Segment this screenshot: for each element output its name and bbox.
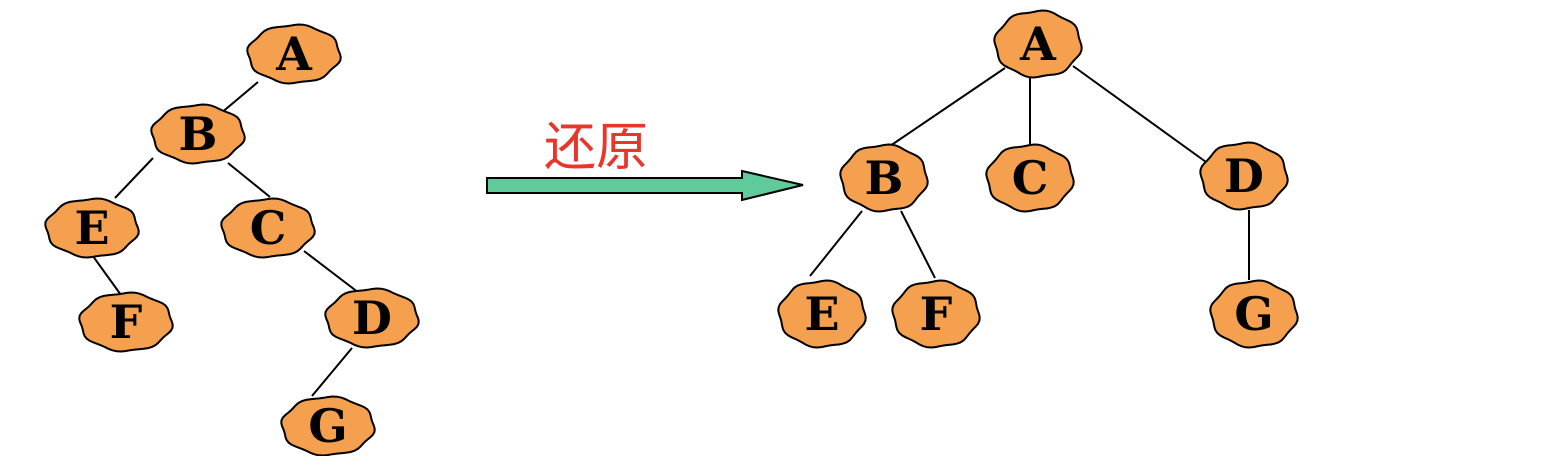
general-tree-node-shape-e bbox=[777, 279, 867, 349]
restore-arrow bbox=[486, 169, 804, 202]
general-tree-node-label-c: C bbox=[1012, 151, 1049, 205]
binary-tree-node-shape-f bbox=[78, 291, 174, 353]
general-tree-node-shape-c bbox=[985, 143, 1075, 213]
binary-tree-node-label-a: A bbox=[275, 27, 313, 81]
binary-tree-node-label-c: C bbox=[250, 201, 287, 255]
binary-tree-node-f: F bbox=[78, 291, 174, 353]
restore-arrow-label: 还原 bbox=[544, 118, 648, 178]
binary-tree-node-b: B bbox=[150, 103, 246, 165]
general-tree-node-e: E bbox=[777, 279, 867, 349]
binary-tree-node-d: D bbox=[324, 287, 420, 349]
binary-tree-node-g: G bbox=[280, 395, 376, 456]
general-tree-edge-b-e bbox=[809, 210, 863, 277]
restore-arrow-group: 还原 bbox=[486, 118, 804, 202]
binary-tree-node-e: E bbox=[44, 197, 140, 259]
binary-tree-edge-c-d bbox=[303, 250, 364, 297]
binary-tree-node-c: C bbox=[220, 197, 316, 259]
binary-tree-node-label-e: E bbox=[74, 201, 109, 255]
binary-tree-node-shape-g bbox=[280, 395, 376, 456]
binary-tree-node-label-f: F bbox=[110, 295, 143, 349]
general-tree-node-shape-f bbox=[891, 279, 981, 349]
binary-tree-edge-b-e bbox=[114, 157, 154, 199]
binary-tree-edge-b-c bbox=[227, 162, 271, 198]
general-tree-node-label-b: B bbox=[865, 151, 904, 205]
general-tree-node-shape-d bbox=[1199, 141, 1289, 211]
general-tree-node-shape-g bbox=[1209, 279, 1299, 349]
general-tree-node-label-g: G bbox=[1234, 287, 1273, 341]
binary-tree-node-label-b: B bbox=[179, 107, 218, 161]
binary-tree-edge-d-g bbox=[311, 347, 353, 397]
general-tree-node-label-a: A bbox=[1019, 17, 1057, 71]
general-tree-node-d: D bbox=[1199, 141, 1289, 211]
general-tree-node-label-e: E bbox=[804, 287, 839, 341]
binary-tree: A B E C F DG bbox=[44, 23, 420, 456]
general-tree: A B C D E F G bbox=[777, 9, 1299, 349]
general-tree-node-f: F bbox=[891, 279, 981, 349]
general-tree-node-b: B bbox=[839, 143, 929, 213]
binary-tree-edge-a-b bbox=[219, 81, 259, 115]
general-tree-edge-a-d bbox=[1072, 65, 1207, 163]
binary-tree-node-a: A bbox=[246, 23, 342, 85]
binary-tree-node-shape-e bbox=[44, 197, 140, 259]
binary-tree-node-shape-a bbox=[246, 23, 342, 85]
general-tree-node-c: C bbox=[985, 143, 1075, 213]
general-tree-node-label-d: D bbox=[1224, 149, 1264, 203]
binary-tree-node-shape-d bbox=[324, 287, 420, 349]
binary-tree-node-shape-c bbox=[220, 197, 316, 259]
general-tree-node-a: A bbox=[993, 9, 1083, 79]
binary-tree-node-label-g: G bbox=[308, 399, 347, 453]
general-tree-node-shape-a bbox=[993, 9, 1083, 79]
general-tree-node-g: G bbox=[1209, 279, 1299, 349]
binary-tree-node-label-d: D bbox=[352, 291, 392, 345]
general-tree-edge-a-b bbox=[889, 67, 1006, 147]
general-tree-node-label-f: F bbox=[920, 287, 953, 341]
general-tree-node-shape-b bbox=[839, 143, 929, 213]
general-tree-edge-b-f bbox=[900, 210, 936, 279]
binary-tree-node-shape-b bbox=[150, 103, 246, 165]
